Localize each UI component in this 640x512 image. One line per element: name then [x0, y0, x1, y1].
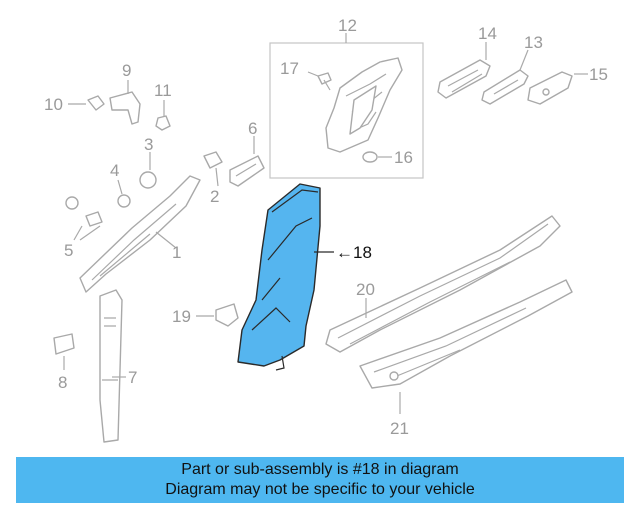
- callout-7: 7: [128, 368, 137, 387]
- part-16-clip: 16: [362, 148, 413, 167]
- callout-15: 15: [589, 65, 608, 84]
- part-3-grommet: 3: [139, 135, 157, 189]
- callout-12: 12: [338, 16, 357, 35]
- part-15: 15: [527, 65, 608, 105]
- callout-17: 17: [280, 59, 299, 78]
- notice-banner: Part or sub-assembly is #18 in diagram D…: [16, 457, 624, 503]
- part-9: 9: [109, 61, 141, 125]
- part-20-sill-trim: 20: [325, 215, 561, 353]
- part-12-group: 12 17 16: [269, 16, 424, 179]
- part-19-clip: 19: [172, 303, 239, 327]
- part-2-screw: 2: [203, 151, 223, 206]
- callout-18: ←18: [336, 243, 372, 262]
- part-14: 14: [437, 24, 497, 99]
- callout-20: 20: [356, 280, 375, 299]
- callout-11: 11: [154, 81, 172, 100]
- callout-5: 5: [64, 241, 73, 260]
- callout-13: 13: [524, 33, 543, 52]
- callout-19: 19: [172, 307, 191, 326]
- notice-line-1: Part or sub-assembly is #18 in diagram: [181, 461, 459, 478]
- part-10-screw: 10: [44, 95, 105, 114]
- part-18-b-pillar-trim: ←18: [237, 183, 372, 371]
- callout-2: 2: [210, 187, 219, 206]
- part-17-screw: 17: [280, 59, 332, 91]
- callout-21: 21: [390, 419, 409, 438]
- callout-6: 6: [248, 119, 257, 138]
- callout-8: 8: [58, 373, 67, 392]
- part-7-b-pillar-lower: 7: [99, 289, 137, 443]
- part-8: 8: [53, 333, 75, 392]
- part-21-rail: 21: [359, 279, 573, 438]
- callout-16: 16: [394, 148, 413, 167]
- part-1-a-pillar-trim: 1: [79, 175, 201, 293]
- callout-9: 9: [122, 61, 131, 80]
- parts-diagram: 12 17 16 14 13 15: [44, 16, 608, 443]
- callout-10: 10: [44, 95, 63, 114]
- part-6: 6: [229, 119, 265, 187]
- callout-3: 3: [144, 135, 153, 154]
- callout-14: 14: [478, 24, 497, 43]
- part-4-clip: 4: [110, 161, 131, 208]
- callout-4: 4: [110, 161, 119, 180]
- callout-1: 1: [172, 243, 181, 262]
- part-13: 13: [481, 33, 543, 105]
- part-5-fasteners: 5: [64, 196, 103, 260]
- part-11-clip: 11: [154, 81, 172, 131]
- notice-line-2: Diagram may not be specific to your vehi…: [165, 481, 475, 498]
